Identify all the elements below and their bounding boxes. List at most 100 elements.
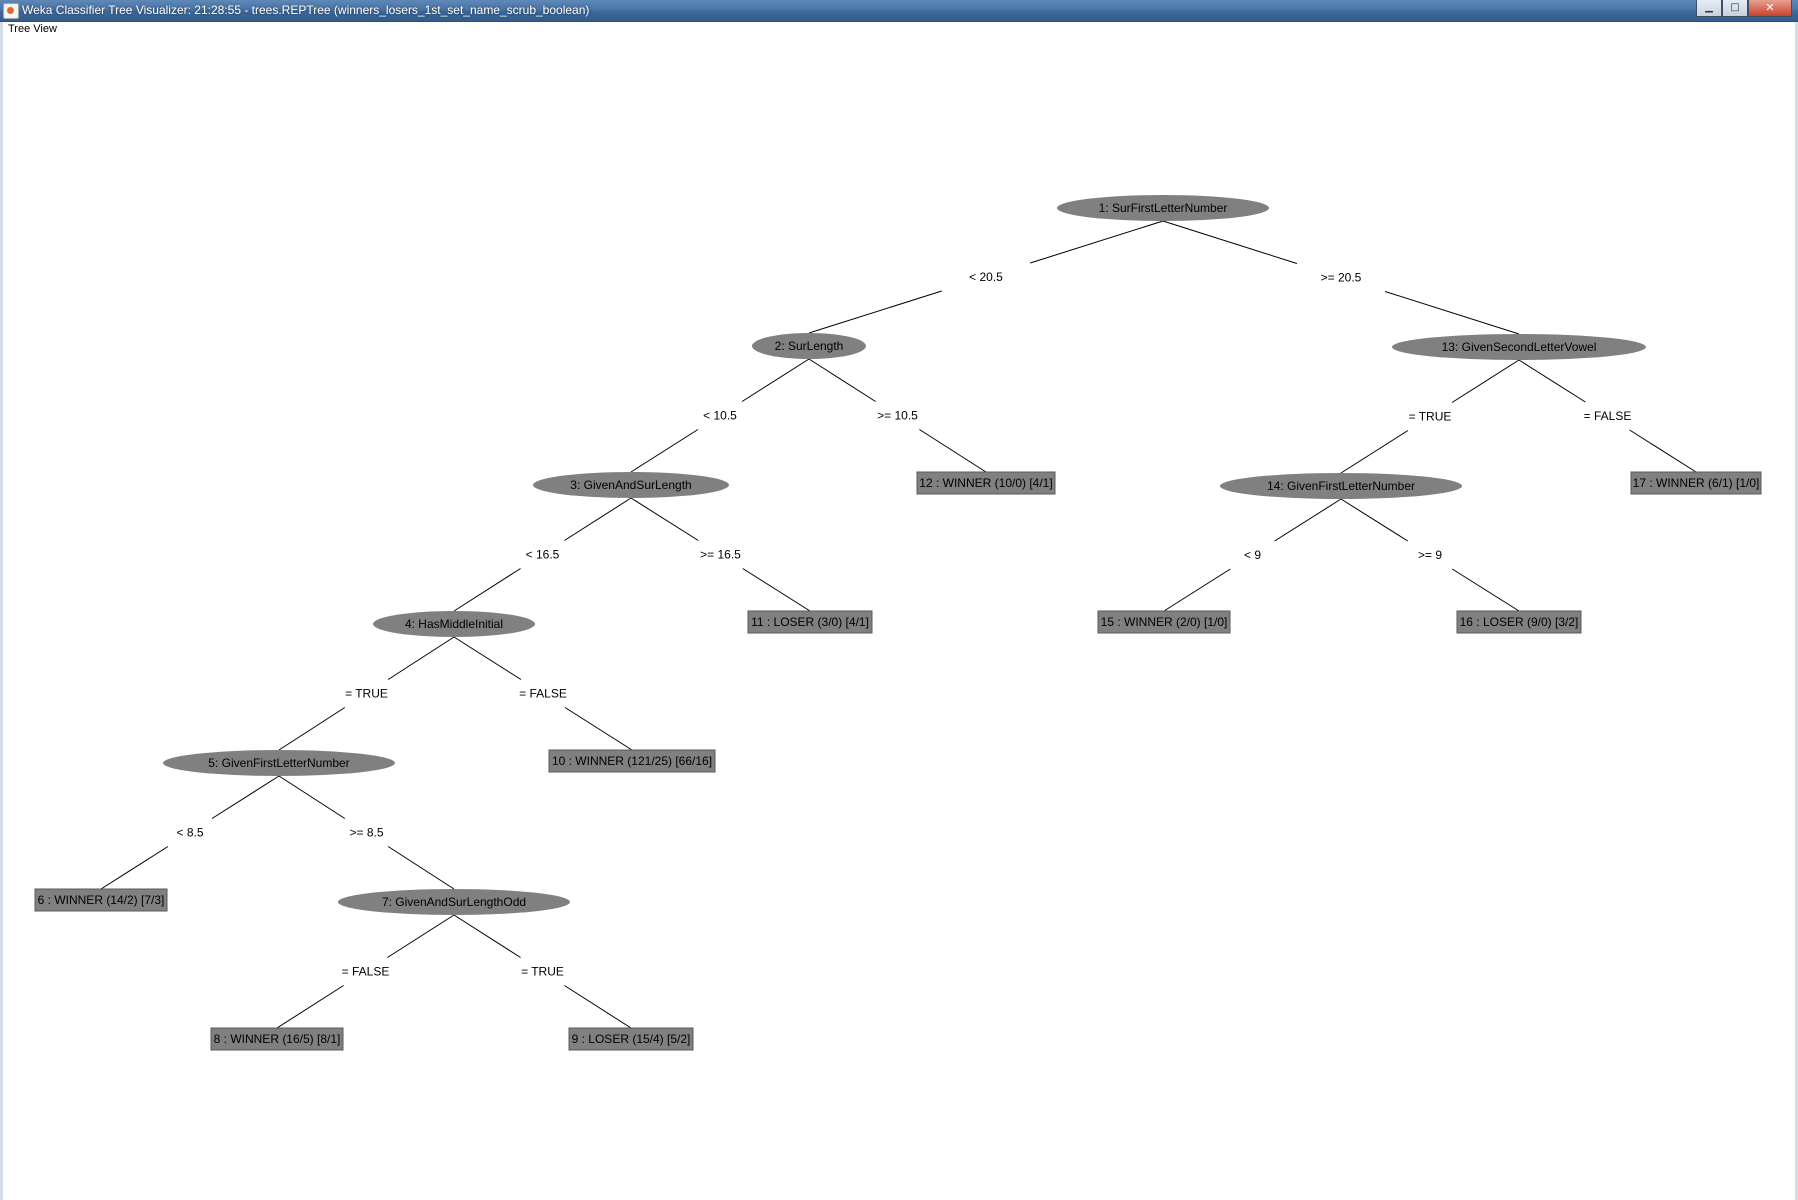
edge-line-n1-n2-lower — [808, 290, 942, 334]
edge-line-n13-n14-upper — [1451, 359, 1520, 403]
java-app-icon[interactable] — [3, 3, 19, 19]
edge-line-n1-n2-upper — [1030, 220, 1164, 264]
edge-line-n5-n7-lower — [387, 846, 455, 890]
window-title: Weka Classifier Tree Visualizer: 21:28:5… — [22, 3, 590, 17]
edge-label-n13-n17: = FALSE — [1584, 409, 1632, 423]
edge-line-n1-n13-lower — [1384, 291, 1520, 335]
split-node-n13[interactable]: 13: GivenSecondLetterVowel — [1392, 334, 1646, 360]
edge-label-n4-n5: = TRUE — [345, 687, 388, 701]
split-ellipse[interactable] — [163, 750, 395, 776]
leaf-box[interactable] — [568, 1027, 694, 1051]
leaf-node-n16[interactable]: 16 : LOSER (9/0) [3/2] — [1456, 610, 1582, 634]
leaf-box[interactable] — [34, 888, 168, 912]
node-label-n8: 8 : WINNER (16/5) [8/1] — [214, 1032, 341, 1046]
edge-label-n5-n7: >= 8.5 — [349, 826, 383, 840]
leaf-box[interactable] — [210, 1027, 344, 1051]
edge-line-n3-n4-lower — [453, 568, 521, 612]
node-label-n2: 2: SurLength — [775, 339, 844, 353]
split-node-n4[interactable]: 4: HasMiddleInitial — [373, 611, 535, 637]
node-label-n16: 16 : LOSER (9/0) [3/2] — [1460, 615, 1579, 629]
edge-line-n2-n12-lower — [919, 429, 987, 473]
split-node-n1[interactable]: 1: SurFirstLetterNumber — [1057, 195, 1269, 221]
split-node-n2[interactable]: 2: SurLength — [752, 333, 866, 359]
decision-tree[interactable]: < 20.5 >= 20.5 < 10.5 >= 10.5 < 16.5 >= 16.5 =… — [3, 36, 1795, 1198]
edge-line-n3-n11-upper — [630, 497, 699, 541]
split-ellipse[interactable] — [1392, 334, 1646, 360]
close-button[interactable]: ✕ — [1748, 0, 1792, 17]
tree-view-label: Tree View — [8, 23, 57, 35]
edge-line-n3-n11-lower — [742, 568, 811, 612]
leaf-box[interactable] — [747, 610, 873, 634]
node-label-n14: 14: GivenFirstLetterNumber — [1267, 479, 1415, 493]
leaf-box[interactable] — [1456, 610, 1582, 634]
edge-line-n5-n6-lower — [100, 846, 169, 890]
edge-label-n3-n11: >= 16.5 — [700, 548, 741, 562]
window-frame-right — [1795, 22, 1798, 1200]
split-node-n14[interactable]: 14: GivenFirstLetterNumber — [1220, 473, 1462, 499]
edge-label-n7-n9: = TRUE — [521, 965, 564, 979]
split-ellipse[interactable] — [373, 611, 535, 637]
tree-view-canvas[interactable]: < 20.5 >= 20.5 < 10.5 >= 10.5 < 16.5 >= 16.5 =… — [3, 36, 1795, 1198]
leaf-box[interactable] — [548, 749, 716, 773]
edge-line-n7-n9-upper — [453, 914, 521, 958]
tree-edges: < 20.5 >= 20.5 < 10.5 >= 10.5 < 16.5 >= 16.5 =… — [100, 220, 1697, 1029]
node-label-n15: 15 : WINNER (2/0) [1/0] — [1101, 615, 1228, 629]
edge-label-n13-n14: = TRUE — [1409, 410, 1452, 424]
edge-line-n13-n17-upper — [1518, 359, 1586, 403]
edge-line-n4-n10-lower — [564, 707, 633, 751]
split-node-n5[interactable]: 5: GivenFirstLetterNumber — [163, 750, 395, 776]
leaf-node-n15[interactable]: 15 : WINNER (2/0) [1/0] — [1097, 610, 1231, 634]
node-label-n9: 9 : LOSER (15/4) [5/2] — [572, 1032, 691, 1046]
edge-line-n5-n7-upper — [278, 775, 346, 819]
leaf-node-n12[interactable]: 12 : WINNER (10/0) [4/1] — [916, 471, 1056, 495]
node-label-n10: 10 : WINNER (121/25) [66/16] — [552, 754, 712, 768]
leaf-node-n9[interactable]: 9 : LOSER (15/4) [5/2] — [568, 1027, 694, 1051]
edge-label-n1-n2: < 20.5 — [969, 270, 1003, 284]
edge-label-n2-n3: < 10.5 — [703, 409, 737, 423]
split-ellipse[interactable] — [752, 333, 866, 359]
tree-nodes: 1: SurFirstLetterNumber 2: SurLength 3: Gi… — [34, 195, 1762, 1051]
edge-line-n2-n3-upper — [741, 358, 810, 402]
edge-label-n14-n15: < 9 — [1244, 548, 1261, 562]
split-ellipse[interactable] — [1220, 473, 1462, 499]
edge-label-n3-n4: < 16.5 — [526, 548, 560, 562]
split-ellipse[interactable] — [533, 472, 729, 498]
leaf-box[interactable] — [1097, 610, 1231, 634]
edge-line-n3-n4-upper — [564, 497, 632, 541]
maximize-button[interactable]: □ — [1722, 0, 1748, 17]
node-label-n7: 7: GivenAndSurLengthOdd — [382, 895, 526, 909]
split-ellipse[interactable] — [1057, 195, 1269, 221]
node-label-n17: 17 : WINNER (6/1) [1/0] — [1633, 476, 1760, 490]
edge-label-n1-n13: >= 20.5 — [1321, 271, 1362, 285]
title-bar[interactable]: Weka Classifier Tree Visualizer: 21:28:5… — [0, 0, 1798, 22]
edge-line-n14-n16-lower — [1451, 568, 1520, 612]
leaf-box[interactable] — [916, 471, 1056, 495]
leaf-node-n8[interactable]: 8 : WINNER (16/5) [8/1] — [210, 1027, 344, 1051]
node-label-n13: 13: GivenSecondLetterVowel — [1442, 340, 1597, 354]
split-ellipse[interactable] — [338, 889, 570, 915]
split-node-n3[interactable]: 3: GivenAndSurLength — [533, 472, 729, 498]
leaf-node-n10[interactable]: 10 : WINNER (121/25) [66/16] — [548, 749, 716, 773]
split-node-n7[interactable]: 7: GivenAndSurLengthOdd — [338, 889, 570, 915]
leaf-box[interactable] — [1630, 471, 1762, 495]
node-label-n12: 12 : WINNER (10/0) [4/1] — [919, 476, 1052, 490]
window-frame-left — [0, 22, 3, 1200]
edge-line-n2-n3-lower — [630, 429, 699, 473]
node-label-n11: 11 : LOSER (3/0) [4/1] — [751, 615, 869, 629]
edge-label-n2-n12: >= 10.5 — [877, 409, 918, 423]
edge-line-n14-n15-lower — [1163, 568, 1231, 612]
leaf-node-n6[interactable]: 6 : WINNER (14/2) [7/3] — [34, 888, 168, 912]
window-controls: ▁ □ ✕ — [1696, 0, 1792, 18]
minimize-button[interactable]: ▁ — [1696, 0, 1722, 17]
edge-label-n14-n16: >= 9 — [1418, 548, 1442, 562]
leaf-node-n11[interactable]: 11 : LOSER (3/0) [4/1] — [747, 610, 873, 634]
node-label-n4: 4: HasMiddleInitial — [405, 617, 503, 631]
edge-line-n7-n8-lower — [276, 985, 344, 1029]
edge-label-n7-n8: = FALSE — [342, 965, 390, 979]
edge-line-n7-n8-upper — [387, 914, 455, 958]
leaf-node-n17[interactable]: 17 : WINNER (6/1) [1/0] — [1630, 471, 1762, 495]
edge-line-n4-n5-lower — [278, 707, 346, 751]
node-label-n6: 6 : WINNER (14/2) [7/3] — [38, 893, 165, 907]
edge-line-n4-n10-upper — [453, 636, 522, 680]
